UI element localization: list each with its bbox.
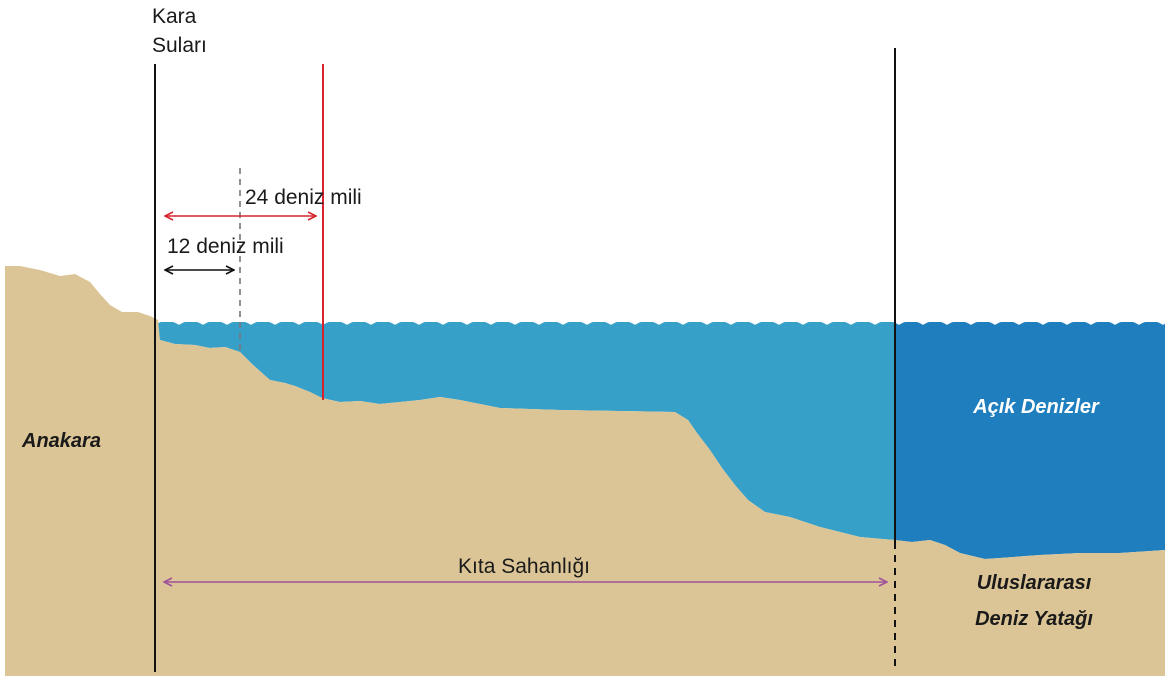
territorial-waters-label-line2: Suları	[152, 34, 207, 57]
seabed-label-line2: Deniz Yatağı	[975, 608, 1093, 630]
mainland-label: Anakara	[21, 430, 101, 452]
shallow-sea-area	[155, 322, 895, 540]
high-seas-label: Açık Denizler	[972, 396, 1100, 418]
land-area	[5, 266, 1165, 676]
continental-shelf-label: Kıta Sahanlığı	[458, 555, 590, 578]
nm12-label: 12 deniz mili	[167, 235, 284, 258]
sea-surface-wave	[153, 316, 1165, 325]
nm24-label: 24 deniz mili	[245, 186, 362, 209]
territorial-waters-label-line1: Kara	[152, 5, 197, 28]
seabed-label-line1: Uluslararası	[977, 572, 1092, 594]
open-sea-area	[895, 322, 1165, 559]
